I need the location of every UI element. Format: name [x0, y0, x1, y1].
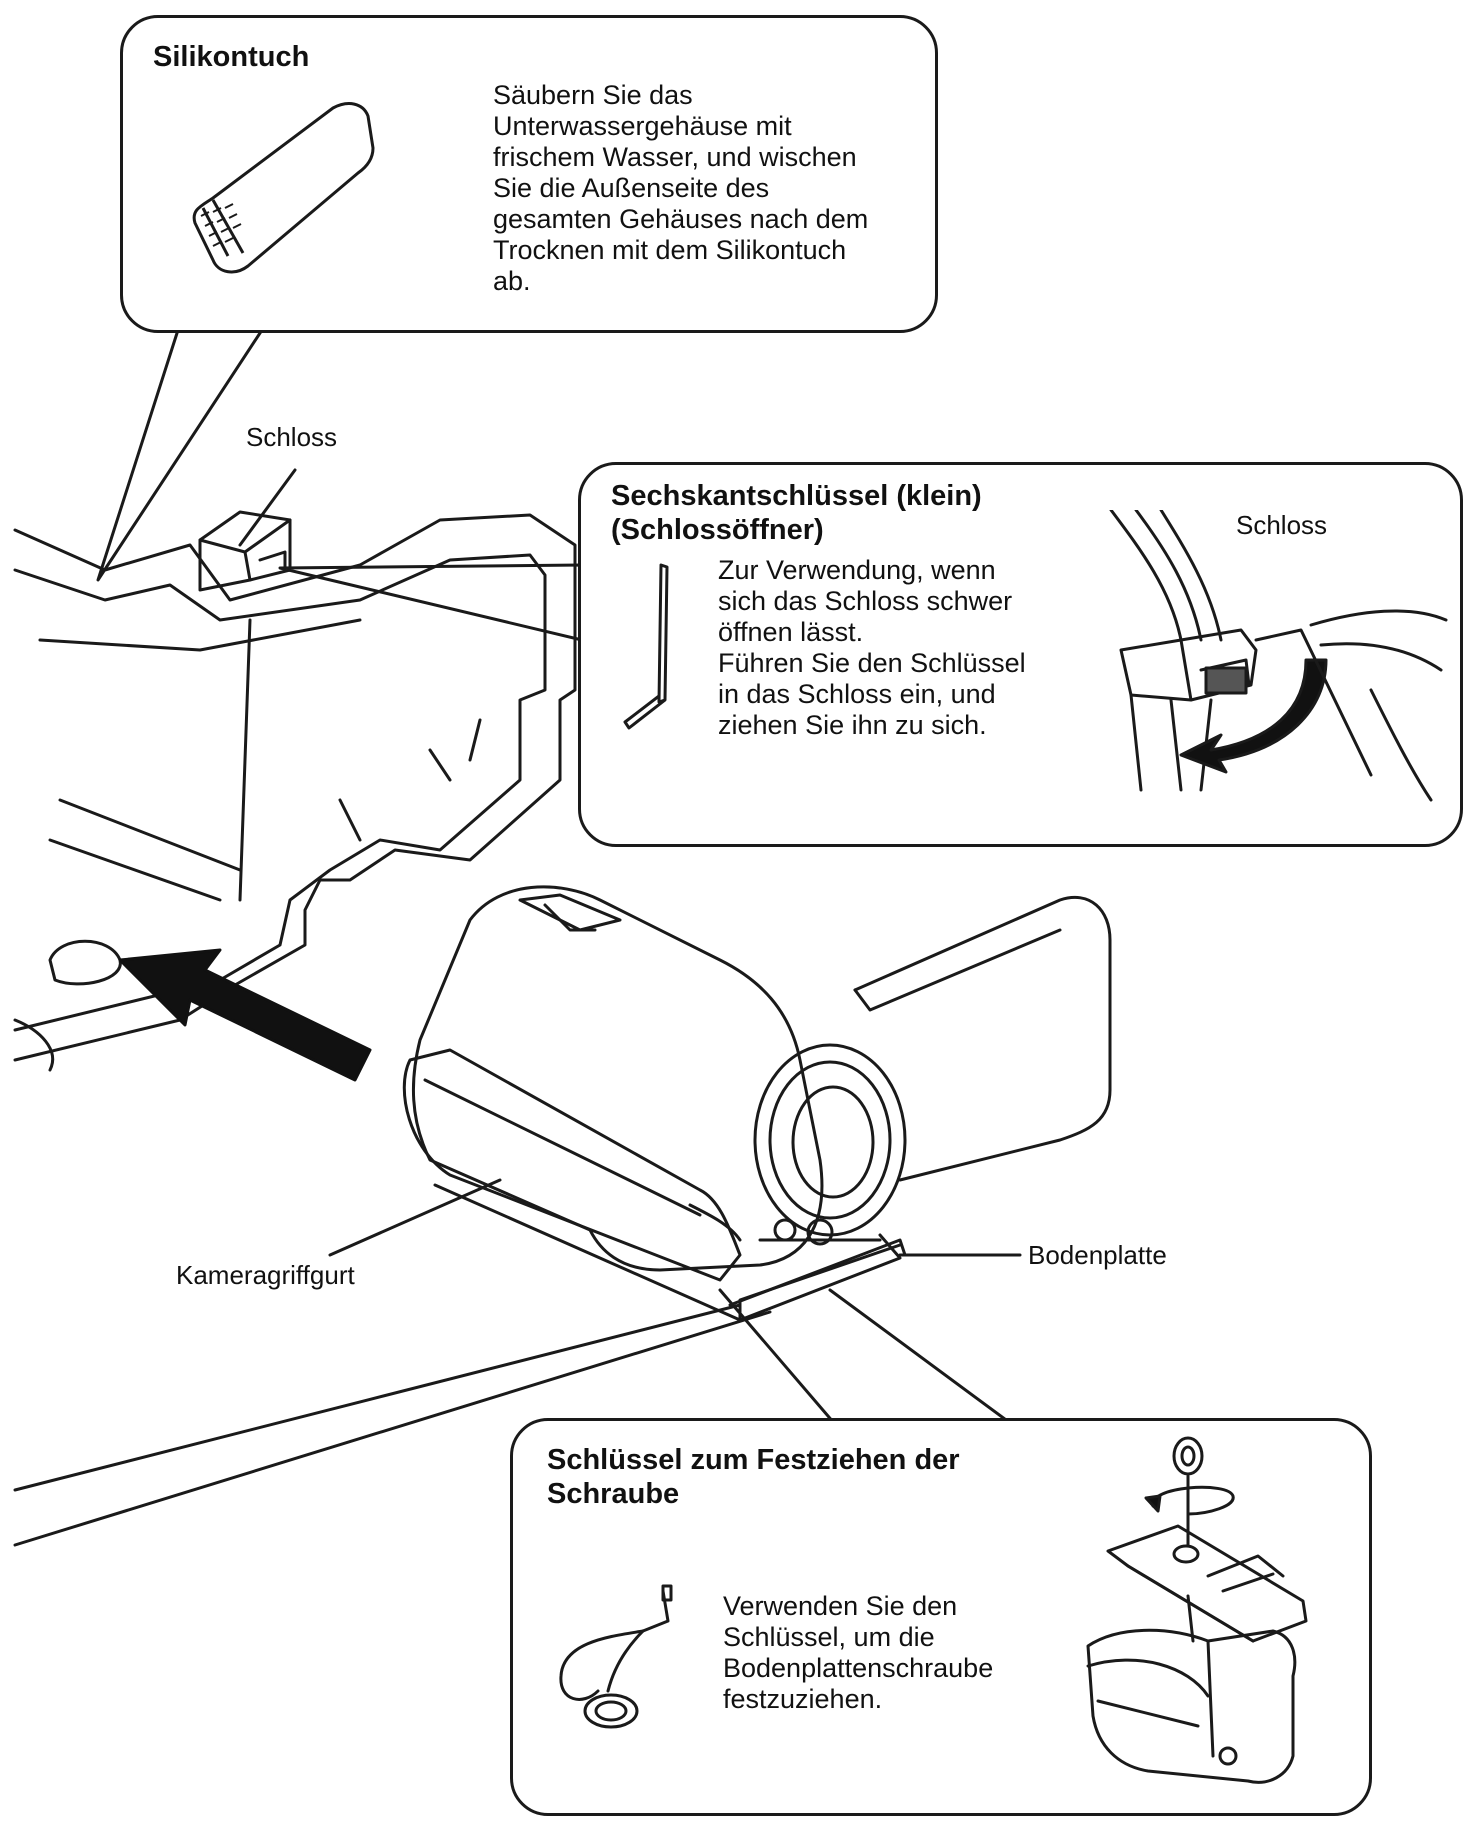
pull-direction-arrow	[1179, 658, 1328, 774]
screw-key-text: Verwenden Sie den Schlüssel, um die Bode…	[723, 1591, 994, 1714]
base-plate-shape	[433, 1183, 902, 1322]
lock-opening-illustration	[1109, 510, 1448, 802]
pointer-line-2	[13, 1310, 772, 1547]
camcorder	[402, 885, 1112, 1322]
screw-key-title: Schlüssel zum Festziehen der Schraube	[547, 1444, 960, 1510]
silicone-cloth-image	[192, 102, 375, 274]
grip-strap-shape	[402, 1048, 742, 1282]
rotate-arrow-icon	[1151, 1485, 1235, 1516]
grip-strap-label: Kameragriffgurt	[176, 1260, 355, 1290]
silicone-callout-pointer	[96, 328, 264, 582]
pointer-line-1	[13, 1303, 742, 1492]
silicone-cloth-title: Silikontuch	[153, 41, 310, 73]
lock-leader	[238, 468, 297, 547]
hex-key-text: Zur Verwendung, wenn sich das Schloss sc…	[718, 555, 1026, 740]
screw-key-image	[559, 1584, 673, 1729]
screw-key-callout: Schlüssel zum Festziehen der Schraube Ve…	[510, 1418, 1372, 1816]
underwater-housing	[13, 510, 577, 1072]
hex-callout-pointer	[278, 563, 584, 642]
hex-key-image	[623, 563, 669, 730]
silicone-cloth-callout: Silikontuch Säubern Sie das Unterwasserg…	[120, 15, 938, 333]
base-plate-screw-illustration	[1086, 1436, 1308, 1784]
hex-key-callout: Sechskantschlüssel (klein) (Schlossöffne…	[578, 462, 1463, 847]
silicone-cloth-text: Säubern Sie das Unterwassergehäuse mit f…	[493, 80, 869, 296]
hex-key-title: Sechskantschlüssel (klein) (Schlossöffne…	[611, 480, 982, 546]
lock-label: Schloss	[246, 422, 338, 452]
insert-arrow	[118, 948, 372, 1082]
base-plate-label: Bodenplatte	[1028, 1240, 1167, 1270]
hex-key-inset-lock-label: Schloss	[1236, 510, 1328, 540]
grip-strap-leader	[328, 1178, 502, 1257]
